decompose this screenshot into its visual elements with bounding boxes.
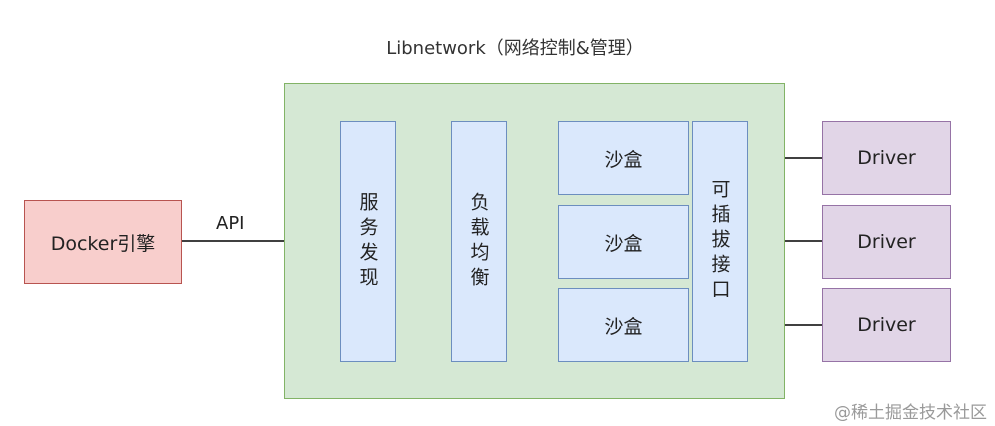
load-balancer-box: 负载均衡 [451,121,507,362]
diagram-title: Libnetwork（网络控制&管理） [386,38,644,59]
sandbox-box-2: 沙盒 [558,205,689,279]
load-balancer-label: 负载均衡 [467,191,490,292]
driver-box-3: Driver [822,288,951,362]
sandbox-box-1: 沙盒 [558,121,689,195]
docker-engine-box: Docker引擎 [24,200,182,284]
driver-box-1: Driver [822,121,951,195]
watermark: @稀土掘金技术社区 [834,403,987,423]
service-discovery-box: 服务发现 [340,121,396,362]
service-discovery-label: 服务发现 [356,191,379,292]
api-label: API [216,213,245,234]
pluggable-interface-box: 可插拔接口 [692,121,748,362]
sandbox-box-3: 沙盒 [558,288,689,362]
pluggable-interface-label: 可插拔接口 [708,179,731,304]
driver-box-2: Driver [822,205,951,279]
